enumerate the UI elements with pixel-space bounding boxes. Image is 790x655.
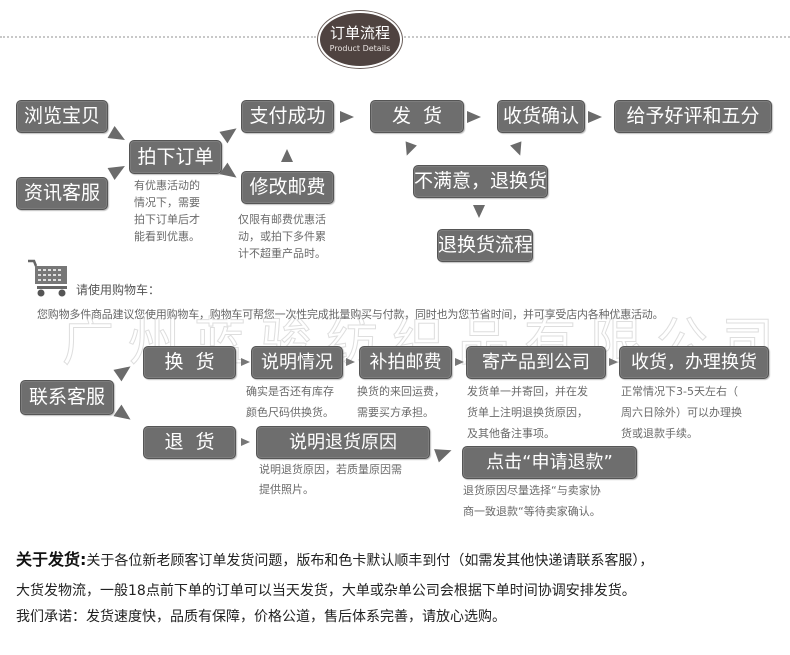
arrow-postage-to-pay bbox=[281, 149, 293, 162]
send-to-company-note: 发货单一并寄回，并在发 货单上注明退换货原因， 及其他备注事项。 bbox=[467, 385, 588, 440]
step-explain-situation: 说明情况 bbox=[251, 346, 343, 379]
shipping-info-line2: 大货发物流，一般18点前下单的订单可以当天发货，大单或杂单公司会根据下单时间协调… bbox=[16, 583, 636, 599]
arrow-browse-to-order bbox=[107, 125, 129, 147]
explain-reason-note: 说明退货原因，若质量原因需 提供照片。 bbox=[259, 463, 402, 496]
step-consult: 资讯客服 bbox=[16, 177, 108, 210]
arrow-send-to-receive bbox=[609, 358, 618, 366]
arrow-exchange-to-explain bbox=[241, 358, 250, 366]
arrow-confirm-to-review bbox=[588, 111, 602, 123]
step-place-order: 拍下订单 bbox=[129, 140, 222, 174]
step-return: 退 货 bbox=[143, 426, 236, 459]
step-pay-postage: 补拍邮费 bbox=[359, 346, 452, 379]
arrow-order-to-pay bbox=[219, 122, 241, 144]
apply-refund-note: 退货原因尽量选择“与卖家协 商一致退款“等待卖家确认。 bbox=[463, 484, 601, 518]
shipping-heading: 关于发货: bbox=[16, 550, 87, 569]
step-exchange: 换 货 bbox=[143, 346, 236, 379]
step-browse: 浏览宝贝 bbox=[16, 100, 108, 133]
receive-exchange-note: 正常情况下3-5天左右（ 周六日除外）可以办理换 货或退款手续。 bbox=[621, 385, 742, 440]
header-divider-right bbox=[404, 36, 790, 38]
step-give-review: 给予好评和五分 bbox=[614, 100, 772, 133]
place-order-note: 有优惠活动的 情况下，需要 拍下订单后才 能看到优惠。 bbox=[134, 179, 200, 243]
arrow-postage-to-send bbox=[455, 358, 464, 366]
arrow-return-to-reason bbox=[241, 438, 250, 446]
step-unsatisfied: 不满意，退换货 bbox=[413, 165, 548, 198]
explain-situation-note: 确实是否还有库存 颜色尺码供换货。 bbox=[246, 385, 334, 419]
arrow-contact-to-return bbox=[113, 404, 135, 426]
shipping-info-line3: 我们承诺：发货速度快，品质有保障，价格公道，售后体系完善，请放心选购。 bbox=[16, 609, 506, 625]
step-contact-service: 联系客服 bbox=[20, 380, 114, 415]
step-pay-success: 支付成功 bbox=[241, 100, 334, 133]
step-return-process: 退换货流程 bbox=[437, 229, 533, 262]
step-confirm-receipt: 收货确认 bbox=[497, 100, 585, 133]
step-apply-refund: 点击“申请退款” bbox=[462, 446, 637, 479]
arrow-to-return-process bbox=[473, 205, 485, 218]
step-send-to-company: 寄产品到公司 bbox=[466, 346, 606, 379]
header-subtitle: Product Details bbox=[329, 44, 391, 53]
arrow-pay-to-ship bbox=[340, 111, 354, 123]
header-divider-left bbox=[0, 36, 316, 38]
cart-label: 请使用购物车： bbox=[76, 283, 161, 297]
header-title: 订单流程 bbox=[329, 24, 390, 42]
shipping-info-line1: 关于发货:关于各位新老顾客订单发货问题，版布和色卡默认顺丰到付（如需发其他快递请… bbox=[16, 550, 654, 569]
modify-postage-note: 仅限有邮费优惠活 动，或拍下多件累 计不超重产品时。 bbox=[238, 213, 326, 260]
header-badge: 订单流程 Product Details bbox=[320, 13, 400, 66]
arrow-reason-to-refund bbox=[434, 443, 454, 463]
arrow-ship-to-unsatisfied bbox=[401, 141, 417, 158]
pay-postage-note: 换货的来回运费， 需要买方承担。 bbox=[357, 385, 445, 419]
step-modify-postage: 修改邮费 bbox=[241, 171, 334, 204]
cart-description: 您购物多件商品建议您使用购物车，购物车可帮您一次性完成批量购买与付款，同时也为您… bbox=[37, 308, 664, 321]
arrow-explain-to-postage bbox=[346, 358, 355, 366]
arrow-order-to-postage bbox=[219, 162, 241, 184]
arrow-confirm-to-unsatisfied bbox=[510, 141, 526, 158]
shopping-cart-icon bbox=[28, 259, 67, 297]
arrow-consult-to-order bbox=[107, 159, 129, 181]
step-explain-reason: 说明退货原因 bbox=[256, 426, 430, 459]
step-ship: 发 货 bbox=[370, 100, 464, 133]
arrow-ship-to-confirm bbox=[467, 111, 481, 123]
step-receive-exchange: 收货，办理换货 bbox=[619, 346, 769, 379]
